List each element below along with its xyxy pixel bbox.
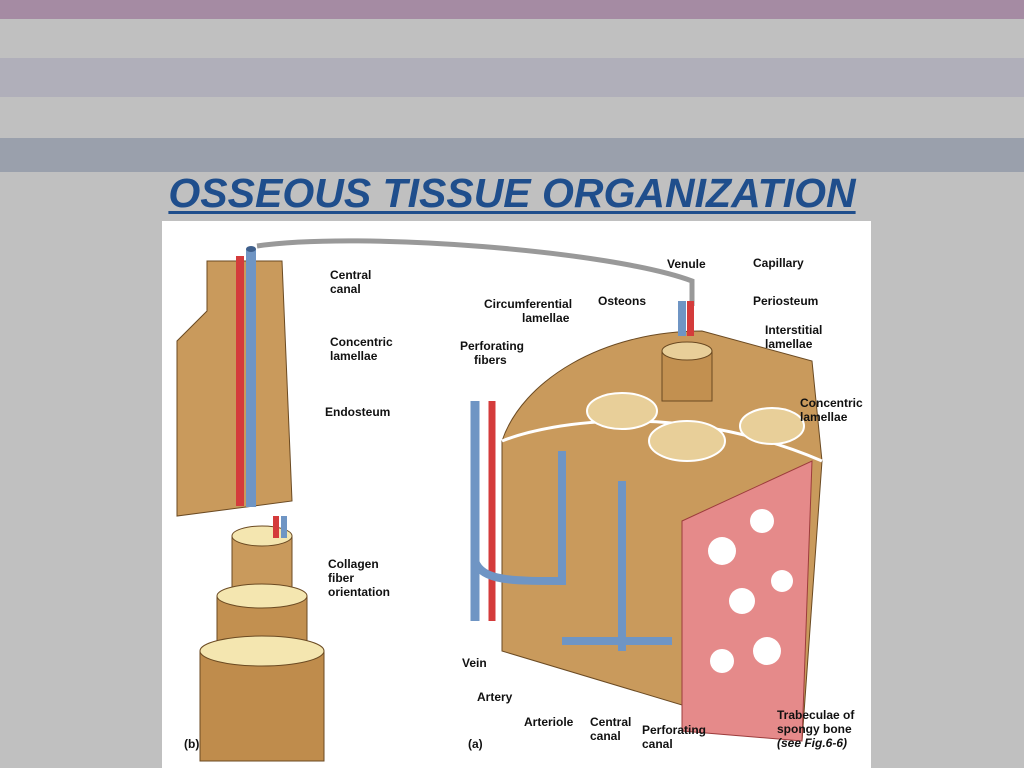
label-endosteum: Endosteum	[325, 405, 391, 419]
blood-vessels	[470, 401, 672, 651]
bone-illustration	[176, 238, 823, 762]
spongy-bone	[681, 460, 813, 742]
collagen-fiber-layers	[199, 516, 325, 762]
header-band-5	[0, 138, 1024, 172]
label-arteriole: Arteriole	[524, 715, 574, 729]
label-osteons: Osteons	[598, 294, 647, 308]
label-vein: Vein	[462, 656, 487, 670]
zoom-arrow	[256, 238, 695, 306]
header-band-3	[0, 58, 1024, 97]
label-periosteum: Periosteum	[753, 294, 819, 308]
label-venule: Venule	[667, 257, 706, 271]
header-band-4	[0, 97, 1024, 138]
panel-a-letter: (a)	[468, 737, 483, 751]
header-band-2	[0, 19, 1024, 58]
osteon-cutaway	[176, 246, 293, 517]
panel-b-letter: (b)	[184, 737, 200, 751]
label-artery: Artery	[477, 690, 513, 704]
slide-title: OSSEOUS TISSUE ORGANIZATION	[168, 170, 856, 216]
label-capillary: Capillary	[753, 256, 804, 270]
header-band-1	[0, 0, 1024, 19]
